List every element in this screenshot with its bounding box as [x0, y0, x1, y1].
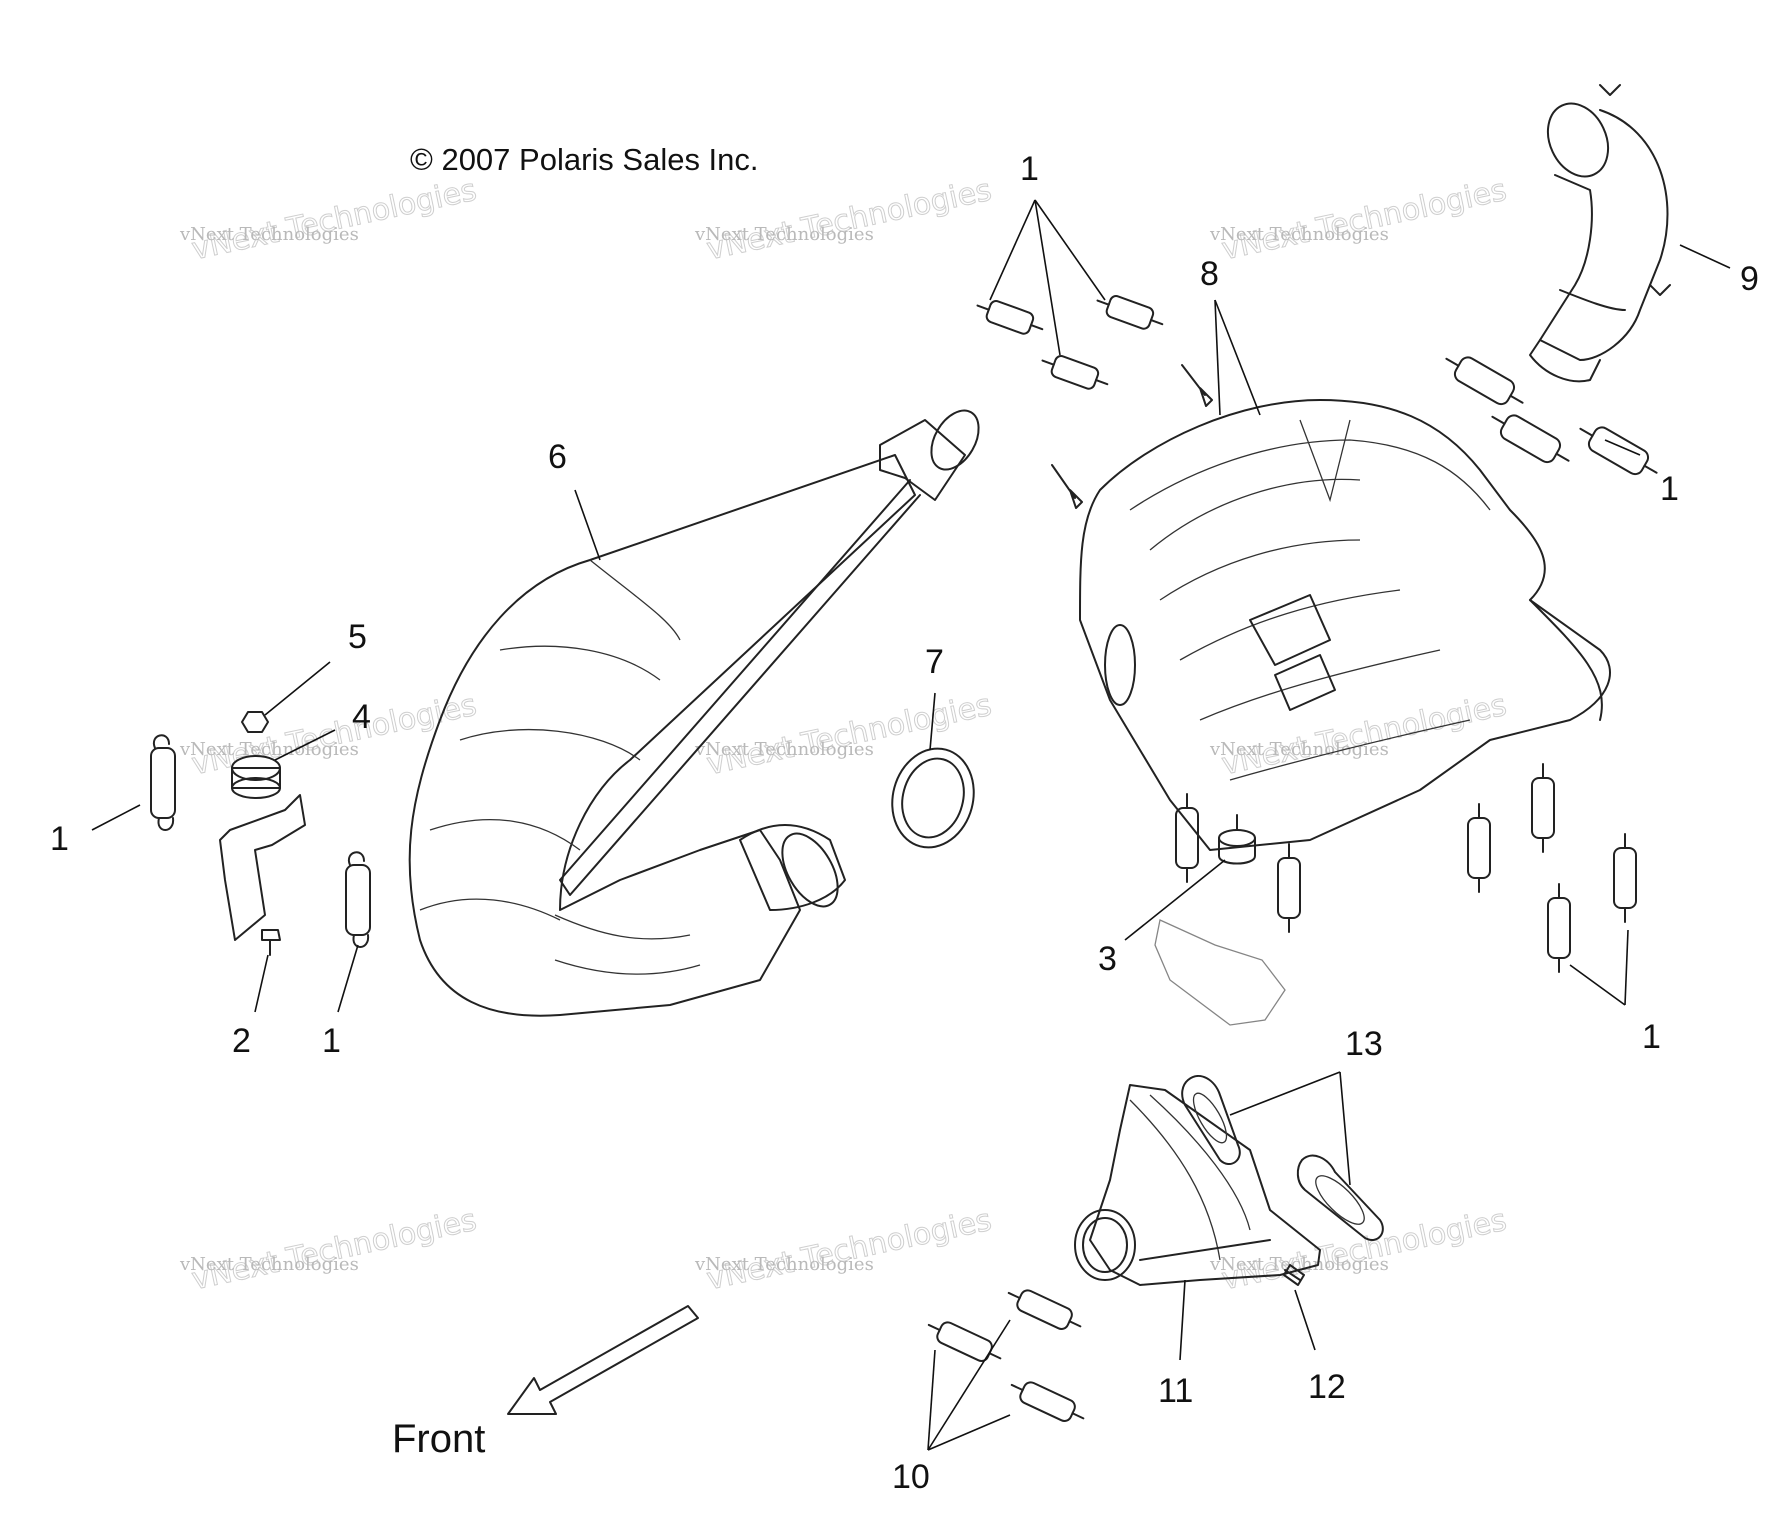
spring [1096, 295, 1164, 330]
callout-2: 2 [232, 1022, 251, 1060]
callout-13: 13 [1345, 1025, 1383, 1063]
watermark: vNext Technologies vNext Technologies [694, 1202, 995, 1298]
spring [927, 1321, 1002, 1362]
mounting-plate [1154, 919, 1286, 1026]
callout-12: 12 [1308, 1368, 1346, 1406]
svg-text:vNext Technologies: vNext Technologies [179, 1254, 359, 1275]
svg-text:vNext Technologies: vNext Technologies [694, 1254, 874, 1275]
watermark: vNext Technologies vNext Technologies [1209, 687, 1510, 783]
springs-part-1 [150, 295, 1658, 973]
svg-text:vNext Technologies: vNext Technologies [189, 1203, 480, 1298]
callout-10: 10 [892, 1458, 930, 1496]
part-8-rivets [1051, 364, 1213, 509]
callout-1: 1 [50, 820, 69, 858]
part-muffler-heat-shield [1079, 399, 1611, 851]
spring [1579, 426, 1658, 476]
spring [1007, 1289, 1082, 1330]
springs-part-10 [927, 1289, 1085, 1422]
callout-1: 1 [1642, 1018, 1661, 1056]
spring [1277, 843, 1301, 933]
spring [1041, 355, 1109, 390]
callout-7: 7 [925, 643, 944, 681]
front-label: Front [392, 1417, 485, 1461]
spring [976, 300, 1044, 335]
watermark: vNext Technologies vNext Technologies [1209, 172, 1510, 268]
copyright-text: © 2007 Polaris Sales Inc. [410, 142, 759, 177]
front-direction-arrow: Front [392, 1305, 699, 1461]
arrow-down-left-icon [507, 1305, 699, 1415]
spring [1547, 883, 1571, 973]
svg-text:vNext Technologies: vNext Technologies [1219, 173, 1510, 268]
callout-11: 11 [1158, 1372, 1193, 1410]
callout-1: 1 [322, 1022, 341, 1060]
part-3-grommet [1218, 814, 1256, 865]
spring [1491, 414, 1570, 464]
watermark: vNext Technologies vNext Technologies [179, 172, 480, 268]
callout-4: 4 [352, 698, 371, 736]
spring [345, 851, 371, 948]
svg-text:vNext Technologies: vNext Technologies [694, 739, 874, 760]
spring [1175, 793, 1199, 883]
svg-text:vNext Technologies: vNext Technologies [704, 173, 995, 268]
part-11-exhaust-manifold [1074, 1084, 1321, 1286]
watermark: vNext Technologies vNext Technologies [694, 172, 995, 268]
part-4-bracket [219, 755, 306, 941]
part-5-nut [241, 711, 269, 733]
leader-lines [91, 199, 1731, 1451]
spring [1010, 1381, 1085, 1422]
svg-text:vNext Technologies: vNext Technologies [179, 224, 359, 245]
callout-5: 5 [348, 618, 367, 656]
part-12-stud [1283, 1264, 1305, 1286]
svg-text:vNext Technologies: vNext Technologies [704, 688, 995, 783]
callout-6: 6 [548, 438, 567, 476]
part-9-elbow-pipe [1529, 84, 1671, 383]
spring [1467, 803, 1491, 893]
callouts: 1 8 9 1 6 5 4 7 1 2 1 3 1 13 11 12 10 [50, 150, 1759, 1496]
spring [150, 734, 176, 831]
copyright-notice: © 2007 Polaris Sales Inc. [410, 142, 759, 177]
spring [1531, 763, 1555, 853]
callout-8: 8 [1200, 255, 1219, 293]
callout-9: 9 [1740, 260, 1759, 298]
watermark: vNext Technologies vNext Technologies [1209, 1202, 1510, 1298]
watermarks: vNext Technologies vNext Technologies vN… [179, 172, 1510, 1298]
svg-text:vNext Technologies: vNext Technologies [1209, 224, 1389, 245]
part-7-seal-ring [891, 747, 975, 849]
spring [1445, 356, 1524, 406]
svg-text:vNext Technologies: vNext Technologies [189, 173, 480, 268]
part-2-bolt [261, 929, 281, 956]
spring [1613, 833, 1637, 923]
svg-text:vNext Technologies: vNext Technologies [1209, 739, 1389, 760]
part-13-gaskets [1181, 1075, 1384, 1241]
svg-text:vNext Technologies: vNext Technologies [1219, 688, 1510, 783]
part-6-expansion-chamber [408, 409, 980, 1017]
callout-1: 1 [1020, 150, 1039, 188]
svg-text:vNext Technologies: vNext Technologies [694, 224, 874, 245]
callout-1: 1 [1660, 470, 1679, 508]
svg-text:vNext Technologies: vNext Technologies [179, 739, 359, 760]
watermark: vNext Technologies vNext Technologies [179, 1202, 480, 1298]
svg-text:vNext Technologies: vNext Technologies [704, 1203, 995, 1298]
svg-text:vNext Technologies: vNext Technologies [1209, 1254, 1389, 1275]
callout-3: 3 [1098, 940, 1117, 978]
